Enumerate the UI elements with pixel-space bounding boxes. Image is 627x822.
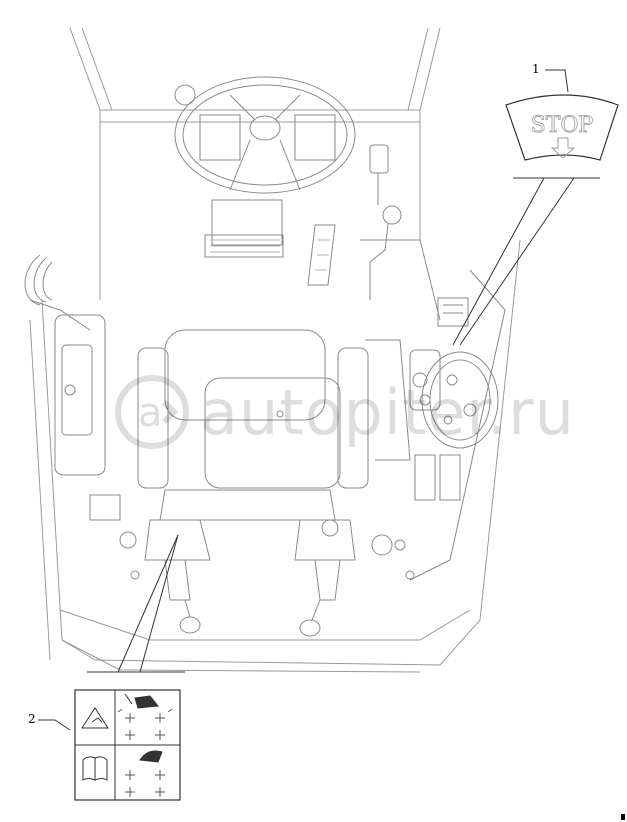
joystick-pattern-top <box>117 708 173 740</box>
stop-decal-text: STOP <box>531 113 594 138</box>
backhoe-icon <box>134 695 159 709</box>
warning-triangle-icon <box>81 707 109 729</box>
operator-seat <box>137 329 369 521</box>
left-side-details <box>24 254 140 580</box>
callout-2-number: 2 <box>28 712 36 726</box>
excavator-icon <box>139 750 163 763</box>
stop-decal: STOP <box>505 94 619 161</box>
cab-frame <box>29 27 521 673</box>
dash-console <box>204 199 336 286</box>
callout-1-leader <box>545 69 569 93</box>
steering-wheel <box>174 76 356 194</box>
joystick-pattern-bottom <box>125 770 165 797</box>
right-console <box>360 144 506 581</box>
leader-lines <box>38 69 600 731</box>
warning-decal <box>74 689 181 801</box>
page-corner-mark <box>621 814 625 820</box>
manual-book-icon <box>82 756 96 781</box>
callout-1-number: 1 <box>532 62 540 76</box>
callout-2-leader <box>38 719 71 731</box>
backhoe-joysticks <box>144 519 356 637</box>
